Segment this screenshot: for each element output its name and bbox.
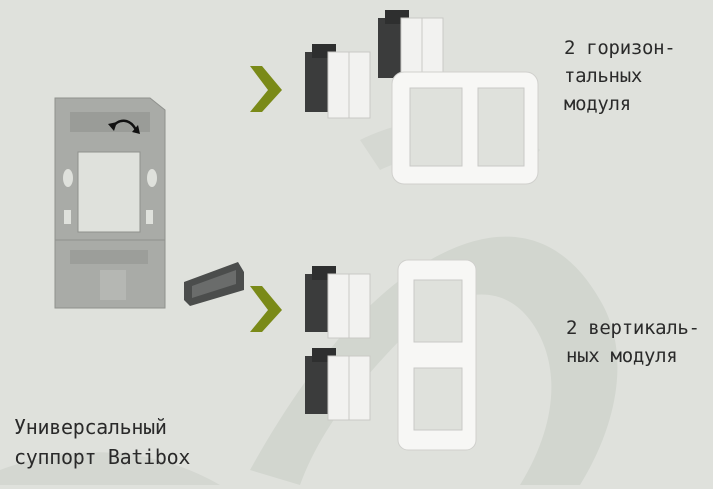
label-line: суппорт Batibox [14, 442, 190, 472]
label-horizontal-modules: 2 горизон- тальных модуля [564, 34, 675, 118]
label-line: ных модуля [566, 342, 700, 370]
module-bottom-2 [305, 348, 370, 420]
chevron-right-icon [250, 286, 282, 332]
label-line: 2 вертикаль- [566, 314, 700, 342]
batibox-support-plate [55, 98, 165, 308]
chevron-right-icon [250, 66, 282, 112]
label-vertical-modules: 2 вертикаль- ных модуля [566, 314, 700, 370]
label-batibox-support: Универсальный суппорт Batibox [14, 412, 190, 472]
vertical-frame [398, 260, 476, 450]
module-top-1 [305, 44, 370, 118]
horizontal-frame [392, 72, 538, 184]
label-line: Универсальный [14, 412, 190, 442]
label-line: тальных [564, 62, 675, 90]
label-line: 2 горизон- [564, 34, 675, 62]
label-line: модуля [564, 90, 675, 118]
module-bottom-1 [305, 266, 370, 338]
mounting-clip [184, 262, 244, 306]
